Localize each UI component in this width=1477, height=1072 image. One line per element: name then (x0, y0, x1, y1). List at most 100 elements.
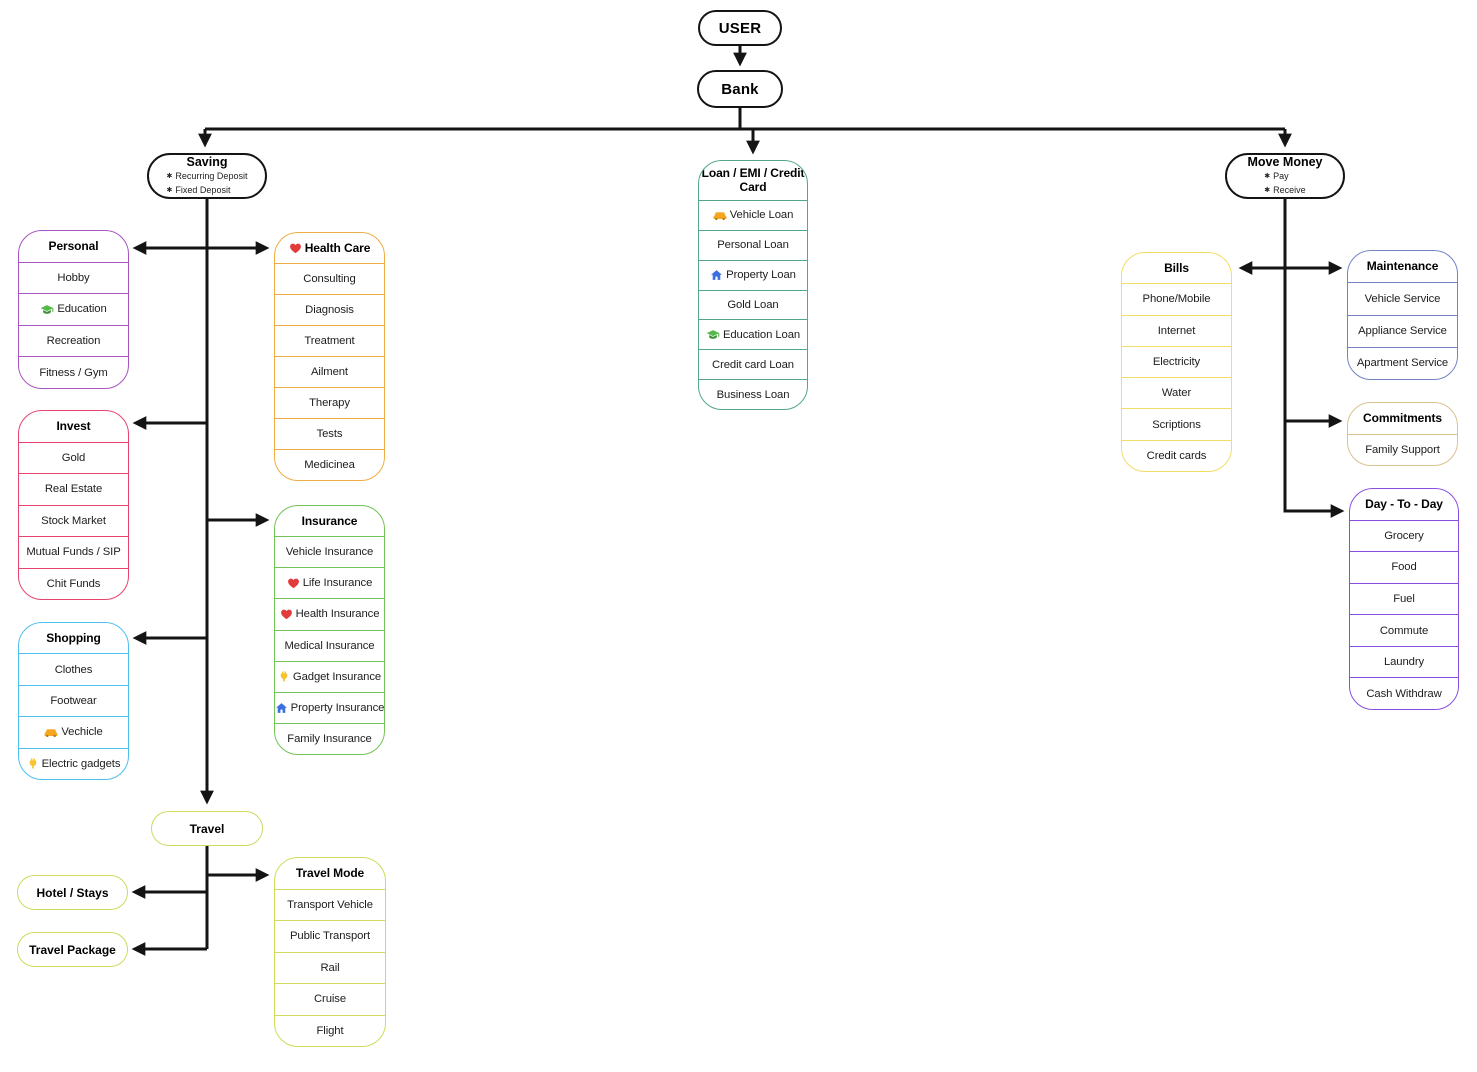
box-title: Bills (1164, 260, 1189, 275)
bullet-item: ✱Pay (1264, 171, 1289, 182)
item-label: Stock Market (41, 514, 106, 527)
item-label: Water (1161, 387, 1192, 400)
list-item: Hobby (19, 261, 128, 294)
list-item: Footwear (19, 684, 128, 716)
item-label: Health Insurance (295, 608, 380, 621)
list-item: Health Insurance (275, 598, 384, 629)
graduation-cap-icon (40, 304, 54, 315)
box-title: Personal (48, 239, 99, 254)
hotel-stays-node[interactable]: Hotel / Stays (17, 875, 128, 910)
list-item: Education Loan (699, 319, 807, 349)
commitments-box-header: Commitments (1348, 403, 1457, 434)
list-item: Commute (1350, 614, 1458, 646)
list-item: Treatment (275, 325, 384, 356)
saving-node[interactable]: Saving ✱Recurring Deposit✱Fixed Deposit (147, 153, 267, 199)
list-item: Consulting (275, 263, 384, 294)
item-label: Electric gadgets (41, 757, 121, 770)
item-label: Vehicle Insurance (285, 546, 374, 559)
item-label: Appliance Service (1358, 325, 1447, 338)
item-label: Fitness / Gym (39, 366, 108, 379)
item-label: Therapy (309, 397, 350, 409)
health-care-box-header: Health Care (275, 233, 384, 263)
list-item: Medical Insurance (275, 629, 384, 661)
user-node[interactable]: USER (698, 10, 782, 46)
item-label: Gold Loan (727, 298, 779, 311)
item-label: Diagnosis (305, 304, 354, 316)
bullet-item: ✱Receive (1264, 184, 1306, 195)
list-item: Laundry (1350, 645, 1458, 678)
item-label: Fuel (1393, 593, 1415, 606)
personal-box-header: Personal (19, 231, 128, 262)
travel-package-node-label: Travel Package (29, 942, 116, 957)
item-label: Medical Insurance (284, 639, 375, 652)
list-item: Water (1122, 377, 1231, 408)
list-item: Transport Vehicle (275, 888, 385, 921)
list-item: Public Transport (275, 920, 385, 952)
house-icon (710, 269, 723, 281)
house-icon (275, 702, 288, 714)
item-label: Real Estate (44, 483, 103, 496)
item-label: Footwear (50, 695, 97, 708)
list-item: Education (19, 293, 128, 325)
item-label: Recreation (46, 335, 101, 348)
item-label: Phone/Mobile (1142, 293, 1211, 306)
item-label: Laundry (1383, 656, 1425, 669)
move-money-node[interactable]: Move Money ✱Pay ✱Receive (1225, 153, 1345, 199)
travel-mode-box-header: Travel Mode (275, 858, 385, 889)
list-item: Business Loan (699, 379, 807, 409)
loan-box-header: Loan / EMI / Credit Card (699, 161, 807, 200)
list-item: Mutual Funds / SIP (19, 536, 128, 568)
box-title: Invest (56, 419, 91, 434)
car-icon (44, 727, 58, 738)
item-label: Vehicle Service (1364, 292, 1441, 305)
item-label: Transport Vehicle (287, 898, 373, 911)
heart-icon (287, 577, 300, 589)
bank-node-label: Bank (721, 80, 759, 98)
list-item: Credit cards (1122, 439, 1231, 471)
shopping-box-header: Shopping (19, 623, 128, 653)
item-label: Cruise (313, 993, 347, 1006)
list-item: Therapy (275, 387, 384, 418)
bank-node[interactable]: Bank (697, 70, 783, 108)
box-title: Health Care (304, 240, 371, 255)
car-icon (713, 210, 727, 221)
item-label: Gold (61, 451, 86, 464)
travel-package-node[interactable]: Travel Package (17, 932, 128, 967)
list-item: Fitness / Gym (19, 356, 128, 388)
graduation-cap-icon (706, 329, 720, 340)
list-item: Medicinea (275, 449, 384, 480)
item-label: Education (57, 303, 107, 316)
list-item: Life Insurance (275, 567, 384, 598)
move-money-node-label: Move Money (1247, 154, 1323, 169)
list-item: Rail (275, 951, 385, 984)
item-label: Family Support (1365, 443, 1440, 456)
list-item: Ailment (275, 356, 384, 387)
saving-node-bullets: ✱Recurring Deposit✱Fixed Deposit (167, 170, 248, 197)
item-label: Mutual Funds / SIP (26, 546, 121, 559)
travel-node[interactable]: Travel (151, 811, 263, 846)
commitments-box[interactable]: Commitments Family Support (1347, 402, 1458, 466)
travel-node-label: Travel (189, 821, 225, 836)
list-item: Flight (275, 1014, 385, 1047)
item-label: Rail (320, 961, 340, 974)
list-item: Gadget Insurance (275, 660, 384, 692)
item-label: Property Loan (726, 269, 796, 282)
maintenance-box-header: Maintenance (1348, 251, 1457, 282)
item-label: Clothes (54, 663, 93, 676)
item-label: Education Loan (722, 328, 801, 341)
item-label: Tests (316, 428, 343, 440)
box-title: Loan / EMI / Credit Card (701, 166, 805, 195)
item-label: Commute (1379, 624, 1429, 637)
